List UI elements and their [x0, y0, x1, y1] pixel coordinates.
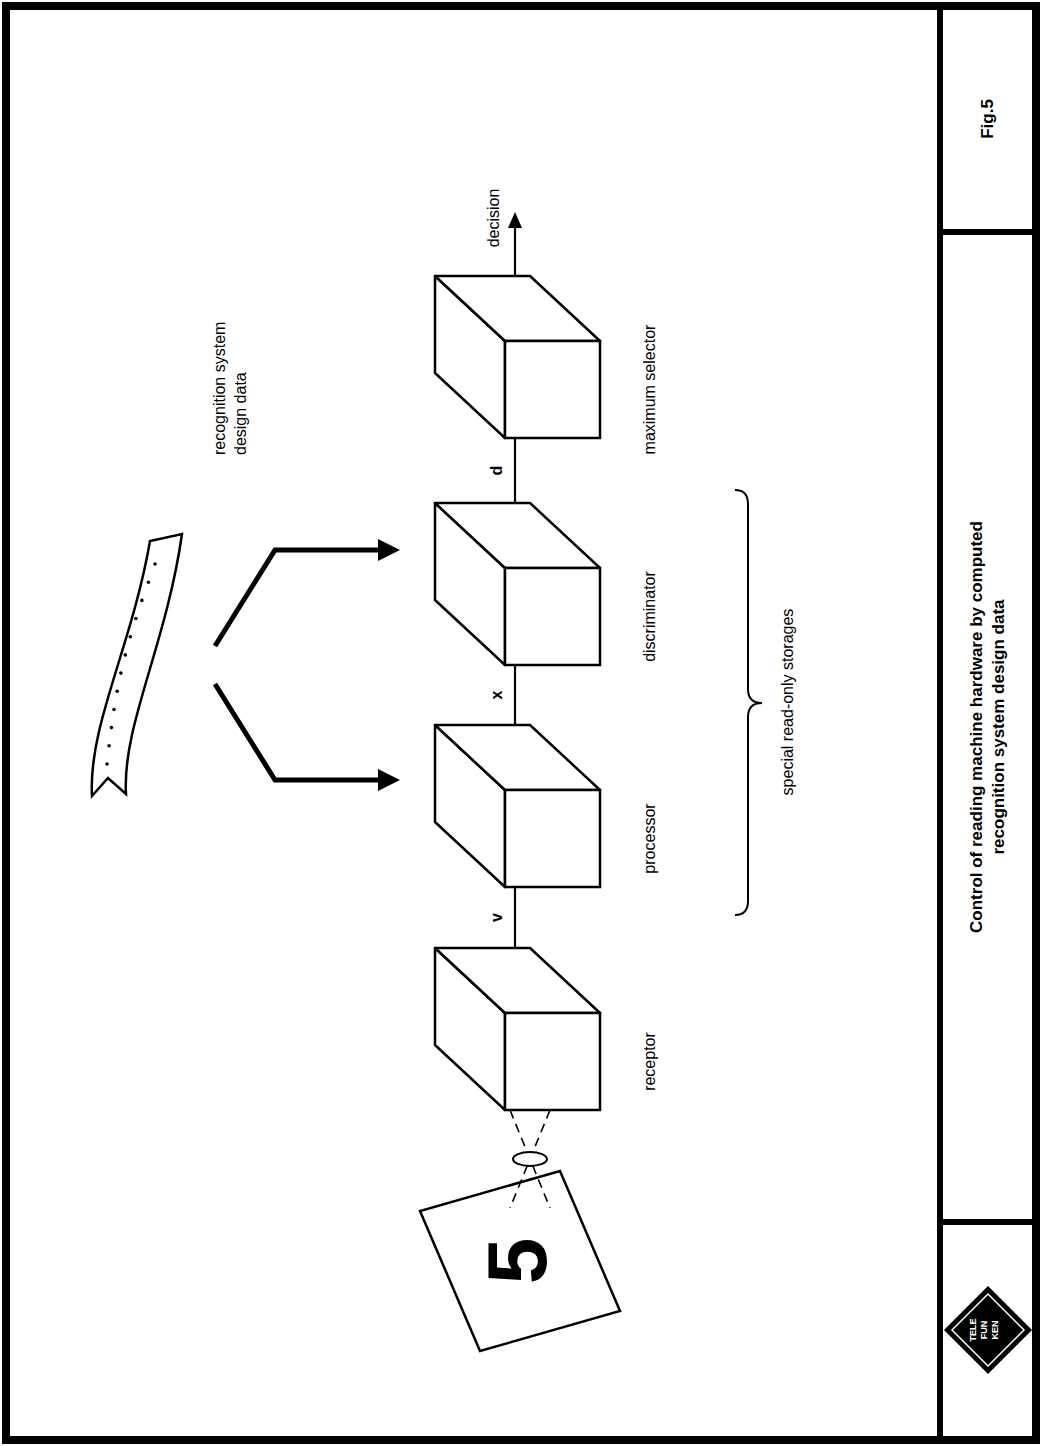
block-label: maximum selector — [640, 325, 661, 455]
tape-hole — [110, 726, 114, 730]
logo-inner — [952, 1294, 1024, 1366]
arrowhead — [378, 539, 400, 561]
tape-hole — [147, 580, 151, 584]
tape-holes — [105, 562, 157, 766]
cuboid-front — [505, 568, 600, 665]
cuboid-outline — [435, 272, 605, 438]
tape-hole — [119, 671, 123, 675]
tape-hole — [134, 617, 138, 621]
block-box: receptor — [505, 1013, 600, 1110]
signal-label: x — [487, 689, 508, 702]
cuboid-side — [435, 276, 600, 341]
frame — [6, 6, 1036, 1440]
document-card — [420, 1171, 620, 1351]
output-arrow — [514, 224, 516, 276]
logo-text: KEN — [990, 1320, 1001, 1339]
punched-tape — [92, 534, 182, 796]
block-label: receptor — [640, 1032, 661, 1091]
block-box: processor — [505, 790, 600, 887]
cuboid-front — [505, 1013, 600, 1110]
cuboid-side — [435, 948, 600, 1013]
tape-hole — [115, 690, 119, 694]
document-digit: 5 — [463, 1238, 572, 1285]
cuboid-front — [505, 341, 600, 438]
tape-hole — [105, 762, 109, 766]
signal-label: d — [487, 464, 508, 478]
bracket-label: special read-only storages — [778, 607, 799, 797]
tape-hole — [112, 708, 116, 712]
block-box: discriminator — [505, 568, 600, 665]
figure-caption: Control of reading machine hardware by c… — [966, 492, 1010, 962]
block-label: processor — [640, 803, 661, 873]
tape-hole — [129, 635, 133, 639]
logo-text: TELE — [968, 1318, 979, 1341]
logo-text: FUN — [979, 1321, 990, 1340]
cuboid-front — [505, 790, 600, 887]
note-label: recognition system design data — [210, 275, 252, 455]
output-label: decision — [484, 189, 505, 248]
tape-hole — [124, 653, 128, 657]
data-arrow — [215, 550, 380, 646]
figure-number: Fig.5 — [977, 99, 999, 139]
cuboid-side — [435, 725, 600, 790]
cell-divider — [940, 229, 1036, 235]
signal-label: v — [487, 911, 508, 924]
arrowhead — [508, 212, 522, 228]
tape-hole — [107, 744, 111, 748]
data-arrow — [215, 684, 380, 780]
block-label: discriminator — [640, 571, 661, 662]
cuboid-outline — [435, 721, 605, 887]
brace — [735, 490, 762, 915]
logo-diamond — [944, 1286, 1032, 1374]
arrowhead — [378, 769, 400, 791]
tape-hole — [153, 562, 157, 566]
optical-ray — [510, 1110, 550, 1208]
cell-divider — [940, 1219, 1036, 1225]
cuboid-side — [435, 503, 600, 568]
block-box: maximum selector — [505, 341, 600, 438]
lens — [513, 1152, 547, 1166]
optical-ray — [510, 1110, 550, 1208]
cuboid-outline — [435, 944, 605, 1110]
tape-hole — [140, 599, 144, 603]
cuboid-outline — [435, 499, 605, 665]
